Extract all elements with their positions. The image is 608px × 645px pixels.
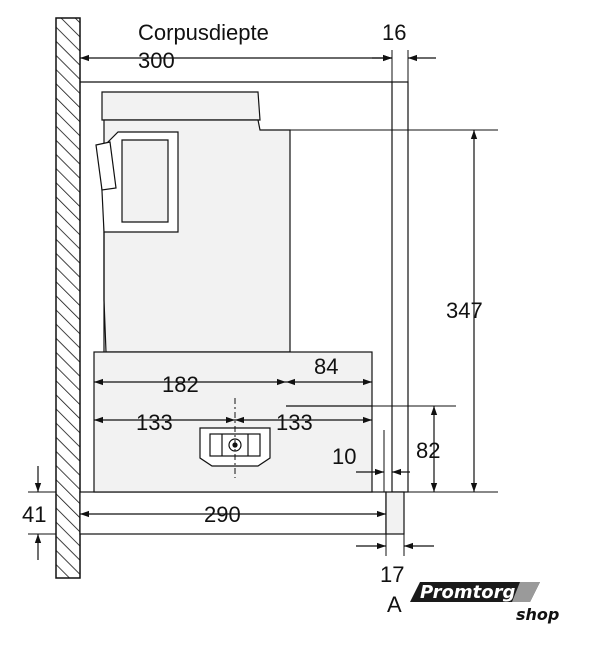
logo-suffix-text: shop [516, 605, 559, 624]
label-thickness-17: 17 [380, 562, 404, 587]
label-height-total: 347 [446, 298, 483, 323]
label-corpus-title: Corpusdiepte [138, 20, 269, 45]
dimension-lines [34, 54, 478, 560]
label-width-right: 84 [314, 354, 338, 379]
label-height-82: 82 [416, 438, 440, 463]
promtorg-logo: Promtorg shop [410, 582, 559, 624]
label-half-left: 133 [136, 410, 173, 435]
label-half-right: 133 [276, 410, 313, 435]
label-width-290: 290 [204, 502, 241, 527]
label-corpus-value: 300 [138, 48, 175, 73]
label-front-thickness: 16 [382, 20, 406, 45]
label-marker-a: A [387, 592, 402, 617]
label-width-front: 182 [162, 372, 199, 397]
wall [55, 17, 81, 579]
label-bottom-41: 41 [22, 502, 46, 527]
dimension-labels: Corpusdiepte 300 16 347 182 84 133 133 1… [22, 20, 483, 617]
logo-brand-text: Promtorg [420, 582, 515, 603]
label-offset-10: 10 [332, 444, 356, 469]
